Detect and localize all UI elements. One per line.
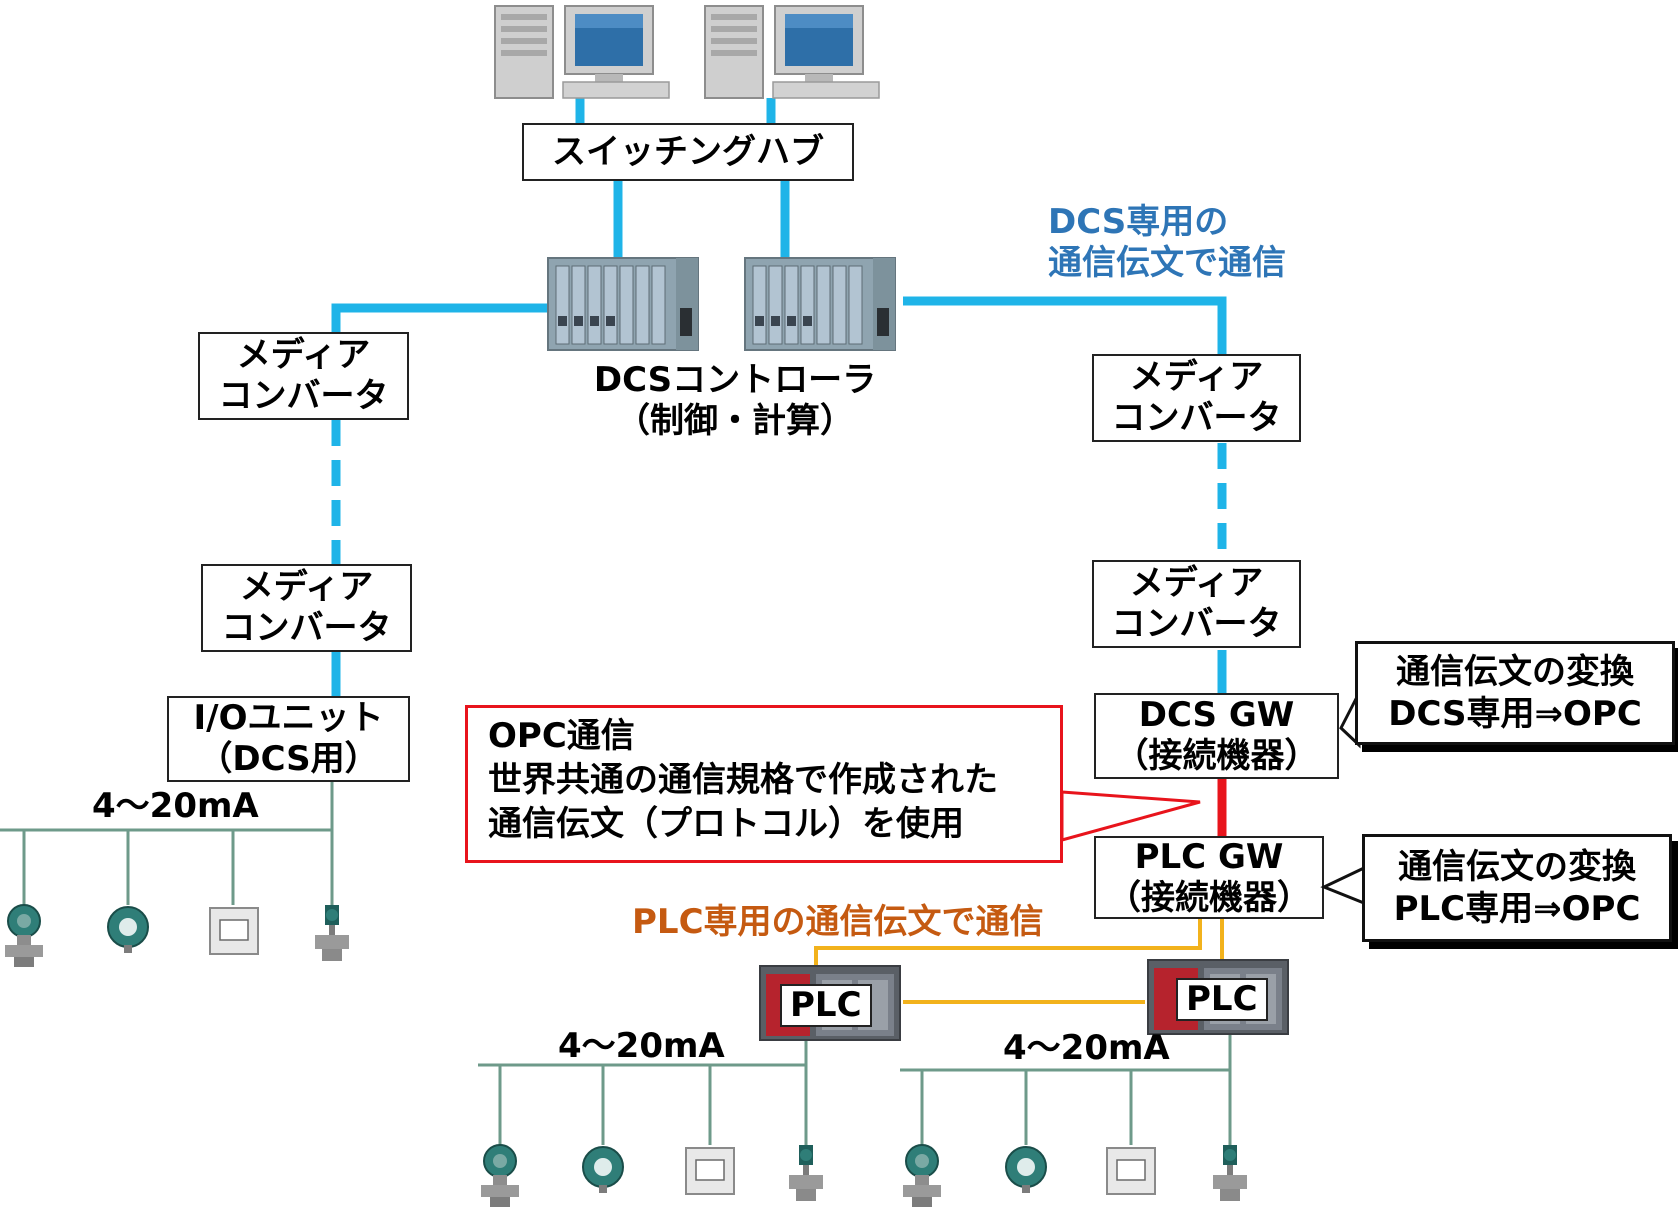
plc-gw-line2: （接続機器） bbox=[1107, 877, 1311, 918]
switching-hub: スイッチングハブ bbox=[522, 123, 854, 181]
dcs-controller-line2: （制御・計算） bbox=[616, 400, 854, 441]
dcs-gateway: DCS GW （接続機器） bbox=[1094, 693, 1339, 779]
media-converter-line2: コンバータ bbox=[218, 376, 389, 416]
line-ctrl-right-mc bbox=[903, 296, 1227, 356]
media-converter-left-lower: メディア コンバータ bbox=[201, 564, 412, 652]
current-label-plc1: 4～20mA bbox=[558, 1026, 725, 1066]
media-converter-right-lower: メディア コンバータ bbox=[1092, 560, 1301, 648]
plc-links bbox=[814, 918, 1224, 1004]
media-converter-line1: メディア bbox=[239, 567, 374, 608]
media-converter-line2: コンバータ bbox=[221, 608, 392, 648]
media-converter-right-upper: メディア コンバータ bbox=[1092, 354, 1301, 442]
callout-dcs-conversion: 通信伝文の変換 DCS専用⇒OPC bbox=[1355, 641, 1675, 745]
dcs-protocol-note: DCS専用の 通信伝文で通信 bbox=[1048, 202, 1286, 284]
field-bus-lines bbox=[0, 782, 1232, 1145]
media-converter-line2: コンバータ bbox=[1111, 604, 1282, 644]
dcs-controller-line1: DCSコントローラ bbox=[593, 360, 877, 400]
io-unit: I/Oユニット （DCS用） bbox=[167, 696, 410, 782]
media-converter-left-upper: メディア コンバータ bbox=[198, 332, 409, 420]
switching-hub-label: スイッチングハブ bbox=[552, 131, 824, 172]
plc-link-left bbox=[814, 918, 1202, 968]
callout-dcs-line1: 通信伝文の変換 bbox=[1396, 651, 1634, 692]
plc-label-2: PLC bbox=[1176, 978, 1268, 1022]
media-converter-line1: メディア bbox=[1129, 357, 1264, 398]
network-lines bbox=[331, 98, 1227, 698]
callout-plc-line2: PLC専用⇒OPC bbox=[1393, 889, 1641, 929]
dcs-gw-line2: （接続機器） bbox=[1114, 736, 1319, 776]
io-unit-line2: （DCS用） bbox=[198, 739, 379, 779]
callout-plc-conversion: 通信伝文の変換 PLC専用⇒OPC bbox=[1362, 834, 1672, 942]
opc-line3: 通信伝文（プロトコル）を使用 bbox=[488, 804, 964, 845]
dcs-note-line2: 通信伝文で通信 bbox=[1048, 242, 1286, 283]
dcs-gw-line1: DCS GW bbox=[1138, 695, 1295, 736]
opc-description-box: OPC通信 世界共通の通信規格で作成された 通信伝文（プロトコル）を使用 bbox=[465, 705, 1063, 863]
dcs-controller-label: DCSコントローラ （制御・計算） bbox=[580, 360, 890, 442]
opc-line1: OPC通信 bbox=[488, 716, 635, 756]
media-converter-line1: メディア bbox=[236, 335, 371, 376]
line-ctrl-left-mc bbox=[331, 303, 548, 335]
opc-line2: 世界共通の通信規格で作成された bbox=[488, 760, 998, 801]
media-converter-line1: メディア bbox=[1129, 563, 1264, 604]
plc-protocol-note: PLC専用の通信伝文で通信 bbox=[632, 902, 1044, 942]
io-unit-line1: I/Oユニット bbox=[193, 698, 384, 739]
current-label-dcs: 4～20mA bbox=[92, 786, 259, 826]
plc-gw-line1: PLC GW bbox=[1134, 836, 1284, 877]
plc-gateway: PLC GW （接続機器） bbox=[1094, 836, 1324, 919]
callout-dcs-line2: DCS専用⇒OPC bbox=[1388, 694, 1642, 734]
dcs-note-line1: DCS専用の bbox=[1048, 202, 1229, 242]
plc-label-1: PLC bbox=[780, 984, 872, 1028]
callout-plc-pointer bbox=[1320, 865, 1366, 906]
media-converter-line2: コンバータ bbox=[1111, 398, 1282, 438]
callout-plc-line1: 通信伝文の変換 bbox=[1398, 846, 1636, 887]
current-label-plc2: 4～20mA bbox=[1003, 1028, 1170, 1068]
